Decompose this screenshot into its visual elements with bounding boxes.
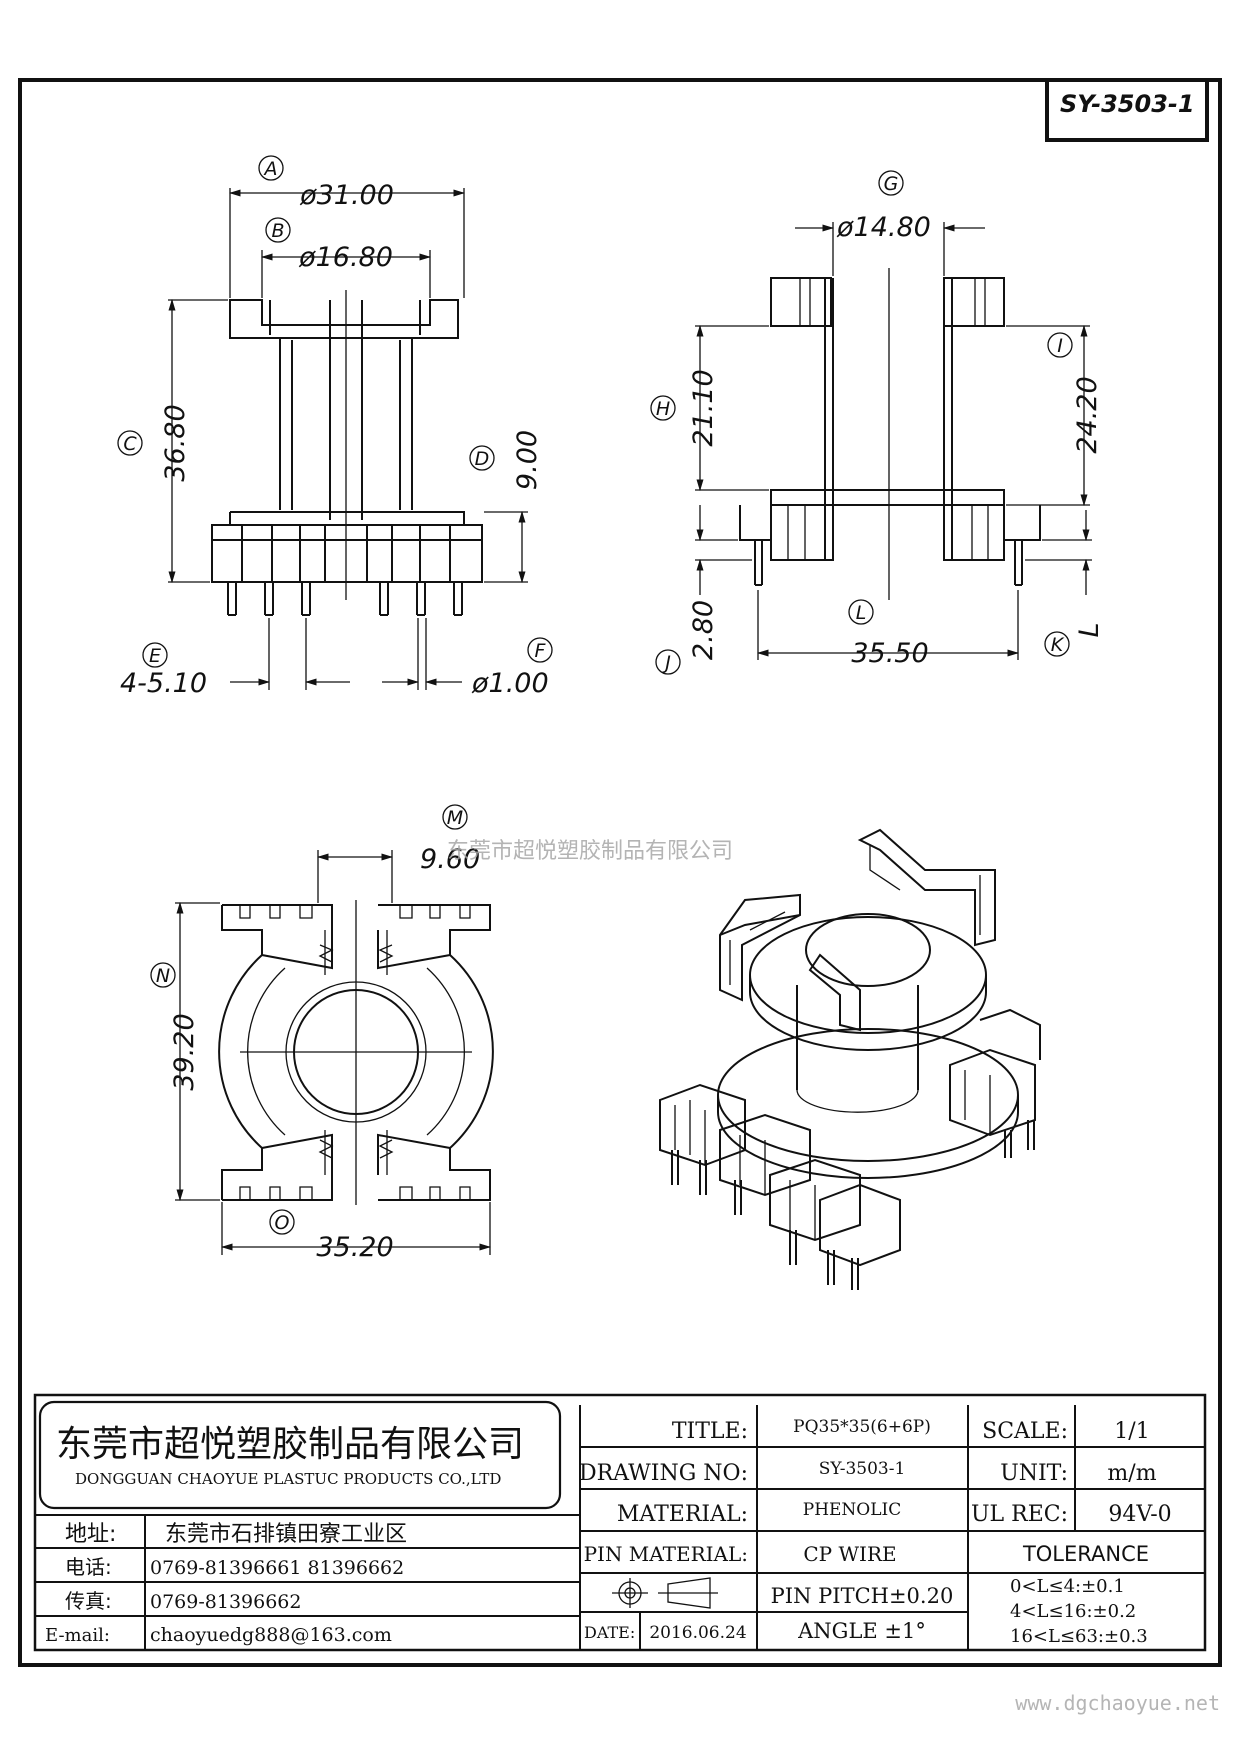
front-view: A ø31.00 B ø16.80 C 36.80 D 9.00 E 4-5.1… (117, 155, 553, 699)
svg-text:H: H (656, 398, 670, 420)
tolerance-label: TOLERANCE (1022, 1542, 1149, 1566)
material-value: PHENOLIC (803, 1500, 902, 1520)
company-name-cn: 东莞市超悦塑胶制品有限公司 (56, 1424, 524, 1465)
angle-tolerance: ANGLE ±1° (797, 1619, 926, 1643)
outer-frame (18, 78, 1222, 1667)
pin-material-value: CP WIRE (803, 1542, 896, 1566)
svg-text:L: L (856, 602, 867, 624)
tolerance-range-1: 0<L≤4:±0.1 (1010, 1576, 1125, 1597)
svg-text:C: C (123, 433, 137, 455)
drawing-code-box: SY-3503-1 (1045, 78, 1209, 142)
email-label: E-mail: (45, 1625, 110, 1646)
svg-text:ø16.80: ø16.80 (298, 242, 393, 273)
svg-text:F: F (535, 640, 547, 662)
svg-text:ø31.00: ø31.00 (299, 180, 394, 211)
bottom-view: M 9.60 N 39.20 O 35.20 (150, 804, 494, 1263)
svg-text:ø14.80: ø14.80 (836, 212, 931, 243)
phone-label: 电话: (65, 1555, 112, 1579)
isometric-view (659, 828, 1041, 1290)
date-label: DATE: (584, 1623, 635, 1642)
svg-text:39.20: 39.20 (169, 1013, 200, 1090)
scale-value: 1/1 (1114, 1419, 1149, 1444)
title-label: TITLE: (672, 1419, 748, 1444)
svg-text:E: E (149, 645, 161, 667)
svg-text:21.10: 21.10 (688, 369, 719, 446)
scale-label: SCALE: (982, 1419, 1068, 1444)
company-name-en: DONGGUAN CHAOYUE PLASTUC PRODUCTS CO.,LT… (75, 1470, 501, 1488)
unit-value: m/m (1107, 1461, 1156, 1486)
svg-text:4-5.10: 4-5.10 (120, 668, 207, 699)
svg-text:9.60: 9.60 (420, 844, 480, 875)
drawing-no-value: SY-3503-1 (819, 1459, 906, 1479)
address-label: 地址: (65, 1522, 116, 1547)
svg-text:B: B (271, 220, 284, 242)
svg-text:K: K (1051, 634, 1065, 656)
svg-text:G: G (884, 173, 899, 195)
ul-value: 94V-0 (1108, 1502, 1171, 1527)
svg-text:N: N (156, 965, 170, 987)
phone-value: 0769-81396661 81396662 (150, 1557, 404, 1579)
unit-label: UNIT: (1000, 1461, 1068, 1486)
svg-text:J: J (661, 652, 671, 674)
svg-text:ø1.00: ø1.00 (471, 668, 549, 699)
material-label: MATERIAL: (617, 1502, 748, 1527)
svg-text:L: L (1074, 622, 1105, 637)
svg-text:35.50: 35.50 (851, 638, 928, 669)
projection-symbol-icon (612, 1577, 718, 1609)
svg-text:24.20: 24.20 (1072, 376, 1103, 453)
svg-text:D: D (475, 448, 490, 470)
svg-text:2.80: 2.80 (688, 600, 719, 660)
drawing-code: SY-3503-1 (1060, 90, 1195, 118)
ul-label: UL REC: (971, 1502, 1068, 1527)
pin-material-label: PIN MATERIAL: (584, 1542, 748, 1566)
title-value: PQ35*35(6+6P) (793, 1417, 931, 1437)
email-value: chaoyuedg888@163.com (150, 1624, 392, 1646)
svg-text:A: A (263, 158, 278, 180)
svg-text:36.80: 36.80 (160, 404, 191, 481)
tolerance-range-3: 16<L≤63:±0.3 (1010, 1626, 1148, 1647)
fax-label: 传真: (65, 1589, 112, 1613)
title-block: 东莞市超悦塑胶制品有限公司 DONGGUAN CHAOYUE PLASTUC P… (33, 1393, 1207, 1652)
svg-text:I: I (1057, 335, 1063, 357)
side-view: G ø14.80 H 21.10 I 24.20 J 2.80 K L (650, 170, 1105, 675)
tolerance-range-2: 4<L≤16:±0.2 (1010, 1601, 1136, 1622)
website-text: www.dgchaoyue.net (1015, 1691, 1220, 1715)
date-value: 2016.06.24 (649, 1623, 746, 1643)
svg-text:9.00: 9.00 (512, 430, 543, 490)
svg-text:O: O (275, 1212, 290, 1234)
watermark-text: 东莞市超悦塑胶制品有限公司 (447, 839, 733, 864)
address-value: 东莞市石排镇田寮工业区 (165, 1522, 407, 1547)
drawing-no-label: DRAWING NO: (579, 1461, 748, 1486)
fax-value: 0769-81396662 (150, 1591, 301, 1613)
pin-pitch: PIN PITCH±0.20 (771, 1584, 954, 1608)
svg-text:35.20: 35.20 (316, 1232, 393, 1263)
svg-text:M: M (447, 807, 463, 829)
